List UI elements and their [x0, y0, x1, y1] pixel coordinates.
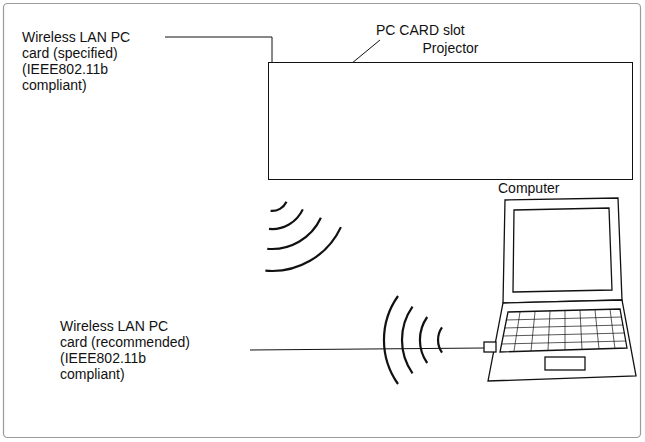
radio-waves [265, 202, 341, 271]
device-box: Projector [268, 62, 633, 180]
part-label: Wireless LAN PC card (recommended) (IEEE… [60, 318, 195, 382]
outer-frame [4, 4, 641, 438]
laptop-keyboard [500, 309, 627, 352]
radio-wave [438, 327, 442, 352]
laptop-touchpad [545, 357, 585, 370]
laptop-screen [513, 208, 612, 292]
radio-wave [267, 218, 321, 249]
laptop-illustration [484, 198, 636, 381]
pc-card-symbol [484, 342, 496, 352]
radio-wave [402, 307, 413, 374]
leader-line [250, 348, 484, 350]
radio-wave [269, 209, 303, 229]
keyboard-keys [501, 309, 626, 351]
part-label: Wireless LAN PC card (specified) (IEEE80… [22, 29, 157, 93]
radio-wave [265, 227, 341, 271]
leader-line [165, 37, 272, 116]
radio-wave [420, 317, 427, 363]
laptop-screen-bezel [503, 198, 622, 303]
part-label: PC CARD slot [376, 22, 496, 38]
radio-wave [271, 202, 287, 211]
device-name: Projector [269, 40, 632, 56]
radio-waves [384, 296, 442, 384]
radio-wave [384, 296, 398, 384]
laptop-base [488, 300, 636, 381]
part-label: Computer [498, 180, 588, 196]
